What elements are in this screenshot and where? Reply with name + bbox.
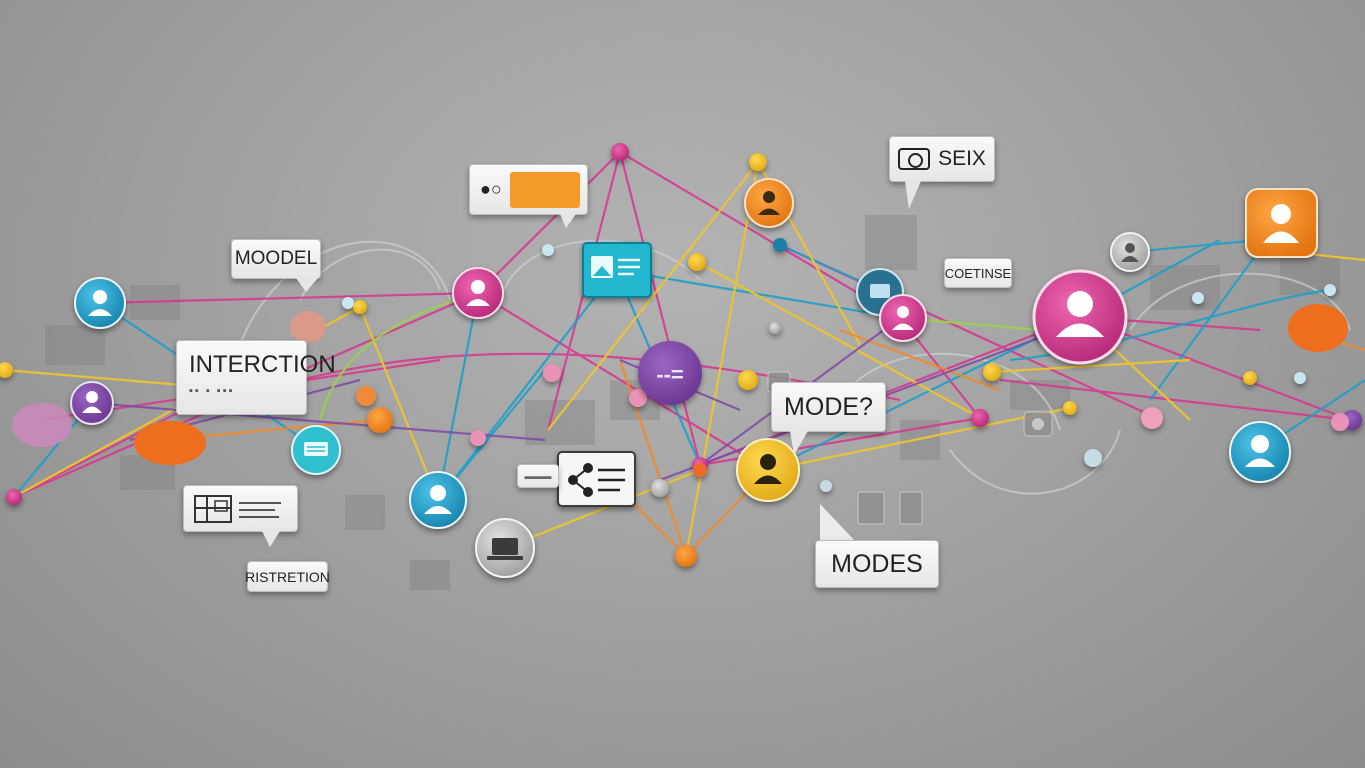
camera-icon	[898, 148, 931, 170]
label-seix-text: SEIX	[938, 147, 986, 170]
label-interction: INTERCTION ▪▪ ▪ ▪▪▪	[176, 340, 336, 415]
decorative-blobs	[12, 304, 1348, 465]
chat-dots: ●○	[480, 179, 502, 199]
diagram-icon[interactable]	[557, 451, 636, 507]
chat-bubble-icon: --=	[638, 341, 702, 405]
user-node[interactable]	[70, 381, 114, 425]
small-tag-text: ▬▬▬	[524, 471, 552, 481]
svg-text:--=: --=	[656, 362, 684, 387]
label-coetinse: COETINSE	[944, 258, 1012, 288]
label-mode-question-tail	[790, 431, 808, 455]
user-node[interactable]	[879, 294, 927, 342]
label-seix: SEIX	[889, 136, 995, 182]
user-node[interactable]	[452, 267, 504, 319]
user-node[interactable]	[1110, 232, 1150, 272]
keyboard-icon[interactable]	[291, 425, 341, 475]
camera-icon	[767, 371, 1053, 525]
diagram-card-tail	[262, 531, 280, 547]
user-node[interactable]	[74, 277, 126, 329]
label-moodel: MOODEL	[231, 239, 321, 279]
user-node[interactable]	[744, 178, 794, 228]
user-node[interactable]	[1032, 269, 1128, 365]
label-moodel-tail	[296, 278, 318, 292]
label-interction-text: INTERCTION	[189, 351, 336, 378]
user-node[interactable]	[1229, 421, 1291, 483]
label-modes-tail	[820, 504, 856, 542]
label-interction-subtext: ▪▪ ▪ ▪▪▪	[189, 385, 235, 397]
label-mode-question: MODE?	[771, 382, 886, 432]
label-modes: MODES	[815, 540, 939, 588]
image-card-icon[interactable]	[582, 242, 652, 298]
chat-card-tail	[560, 214, 576, 228]
table-icon	[193, 494, 281, 523]
label-restrition-text: RISTRETION	[245, 568, 330, 585]
label-seix-tail	[905, 181, 921, 209]
laptop-icon[interactable]	[475, 518, 535, 578]
small-tag: ▬▬▬	[517, 464, 559, 488]
diagram-card	[183, 485, 298, 532]
user-node[interactable]	[1245, 188, 1318, 258]
label-restrition: RISTRETION	[245, 561, 330, 592]
chat-orange-block	[509, 171, 580, 208]
label-mode-question-text: MODE?	[784, 392, 873, 421]
user-node[interactable]	[409, 471, 467, 529]
edges-magenta	[13, 151, 1351, 499]
label-modes-text: MODES	[831, 549, 923, 578]
label-coetinse-text: COETINSE	[944, 265, 1012, 281]
label-moodel-text: MOODEL	[234, 248, 318, 269]
chat-card: ●○	[469, 164, 588, 215]
user-node[interactable]	[736, 438, 800, 502]
